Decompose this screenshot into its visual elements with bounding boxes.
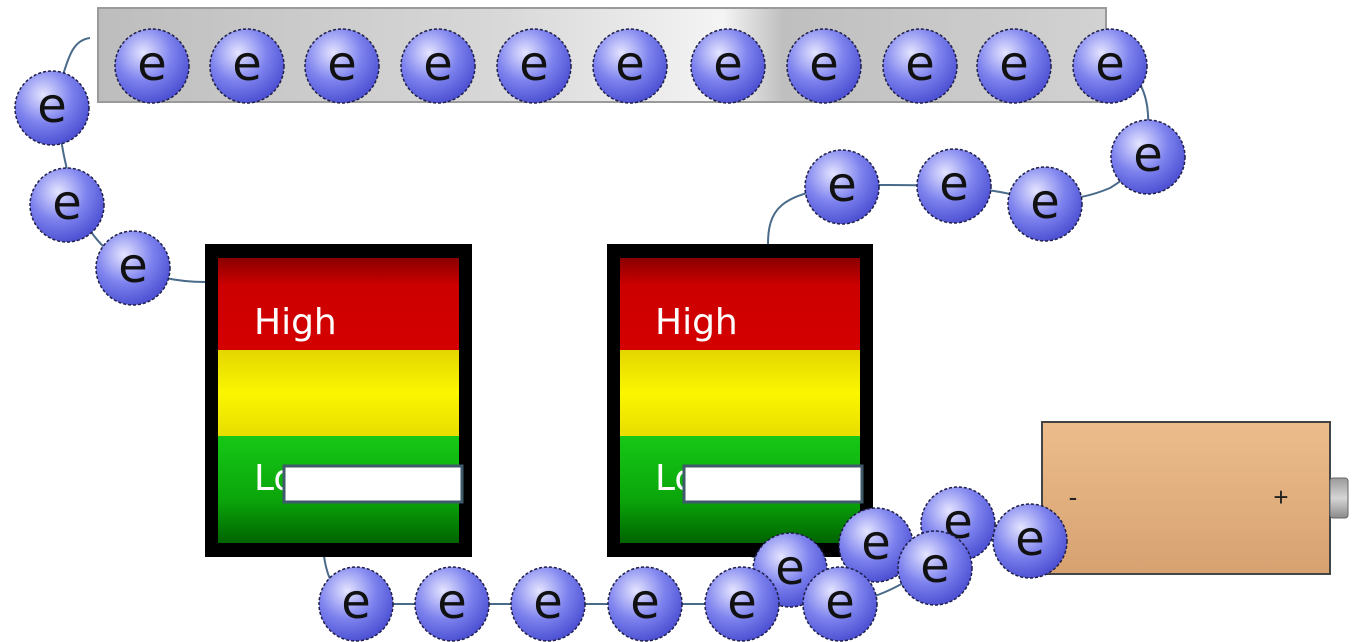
electron-ball bbox=[318, 566, 394, 642]
meter-high-label: High bbox=[254, 302, 337, 343]
electron: e bbox=[496, 28, 572, 104]
electron-ball bbox=[804, 149, 880, 225]
electron: e bbox=[1110, 119, 1186, 195]
battery-minus-label: - bbox=[1069, 482, 1078, 512]
meter-needle-bar bbox=[282, 464, 464, 504]
electron: e bbox=[786, 28, 862, 104]
electron: e bbox=[1072, 28, 1148, 104]
electron-ball bbox=[992, 503, 1068, 579]
meter-high-label: High bbox=[655, 302, 738, 343]
electron: e bbox=[916, 148, 992, 224]
electron-ball bbox=[897, 530, 973, 606]
electron-ball bbox=[209, 28, 285, 104]
electron: e bbox=[304, 28, 380, 104]
electron-label: e bbox=[999, 36, 1029, 92]
meter-mid-zone bbox=[620, 350, 860, 436]
meter-right: High Low bbox=[607, 244, 873, 557]
battery: - + bbox=[1041, 421, 1349, 575]
electron-ball bbox=[704, 566, 780, 642]
electron: e bbox=[1007, 166, 1083, 242]
electron-label: e bbox=[825, 574, 855, 630]
electron-label: e bbox=[1030, 174, 1060, 230]
electron: e bbox=[607, 566, 683, 642]
meter-needle-bar bbox=[682, 464, 864, 504]
meter-left: High Low bbox=[205, 244, 472, 557]
electron: e bbox=[592, 28, 668, 104]
electron-ball bbox=[1072, 28, 1148, 104]
electron-label: e bbox=[1015, 511, 1045, 567]
electron: e bbox=[804, 149, 880, 225]
electron-ball bbox=[510, 566, 586, 642]
electron-ball bbox=[976, 28, 1052, 104]
electron-ball bbox=[1007, 166, 1083, 242]
electron-ball bbox=[916, 148, 992, 224]
electron: e bbox=[838, 507, 914, 583]
electron-label: e bbox=[630, 574, 660, 630]
electron-label: e bbox=[232, 36, 262, 92]
electron-ball bbox=[114, 28, 190, 104]
electron-ball bbox=[496, 28, 572, 104]
electron-label: e bbox=[615, 36, 645, 92]
electron-label: e bbox=[939, 156, 969, 212]
meter-high-zone bbox=[218, 258, 459, 350]
electron-ball bbox=[304, 28, 380, 104]
electron-ball bbox=[802, 566, 878, 642]
electron-label: e bbox=[861, 515, 891, 571]
electron-ball bbox=[690, 28, 766, 104]
electron-label: e bbox=[437, 574, 467, 630]
electron-label: e bbox=[52, 175, 82, 231]
electron-ball bbox=[1110, 119, 1186, 195]
electron-label: e bbox=[713, 36, 743, 92]
electron-label: e bbox=[905, 36, 935, 92]
electron: e bbox=[400, 28, 476, 104]
electron: e bbox=[95, 230, 171, 306]
battery-terminal-cap bbox=[1329, 477, 1349, 519]
electron-label: e bbox=[533, 574, 563, 630]
electron-label: e bbox=[519, 36, 549, 92]
electron-label: e bbox=[1095, 36, 1125, 92]
electron-label: e bbox=[727, 574, 757, 630]
electron-ball bbox=[882, 28, 958, 104]
electron: e bbox=[414, 566, 490, 642]
electron-label: e bbox=[775, 540, 805, 596]
electron: e bbox=[992, 503, 1068, 579]
electron-label: e bbox=[118, 238, 148, 294]
battery-plus-label: + bbox=[1273, 482, 1288, 512]
electron: e bbox=[976, 28, 1052, 104]
electron-label: e bbox=[327, 36, 357, 92]
electron: e bbox=[209, 28, 285, 104]
electron-ball bbox=[786, 28, 862, 104]
electron: e bbox=[704, 566, 780, 642]
electron-ball bbox=[14, 70, 90, 146]
electron-label: e bbox=[341, 574, 371, 630]
battery-body bbox=[1041, 421, 1331, 575]
electron-label: e bbox=[1133, 127, 1163, 183]
electron-ball bbox=[414, 566, 490, 642]
electron-ball bbox=[400, 28, 476, 104]
electron: e bbox=[897, 530, 973, 606]
meter-high-zone bbox=[620, 258, 860, 350]
meter-mid-zone bbox=[218, 350, 459, 436]
electron: e bbox=[318, 566, 394, 642]
electron-ball bbox=[29, 167, 105, 243]
electron-label: e bbox=[137, 36, 167, 92]
electron-ball bbox=[592, 28, 668, 104]
electron-label: e bbox=[37, 78, 67, 134]
electron-label: e bbox=[920, 538, 950, 594]
electron: e bbox=[14, 70, 90, 146]
electron: e bbox=[690, 28, 766, 104]
electron-label: e bbox=[809, 36, 839, 92]
electron: e bbox=[802, 566, 878, 642]
electron-label: e bbox=[423, 36, 453, 92]
electron: e bbox=[114, 28, 190, 104]
electron: e bbox=[510, 566, 586, 642]
electron-label: e bbox=[827, 157, 857, 213]
electron: e bbox=[882, 28, 958, 104]
electron-ball bbox=[607, 566, 683, 642]
electron-ball bbox=[95, 230, 171, 306]
electron: e bbox=[29, 167, 105, 243]
